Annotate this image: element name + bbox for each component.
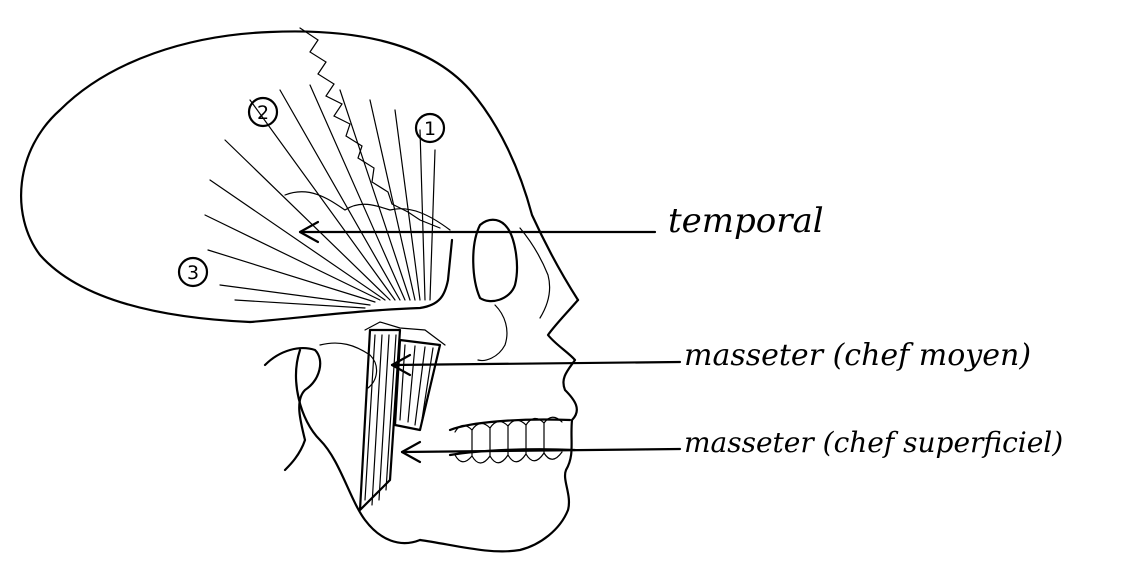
facial-profile — [420, 300, 578, 551]
svg-text:1: 1 — [424, 118, 436, 140]
leader-masseter-deep — [392, 355, 680, 375]
svg-text:3: 3 — [187, 262, 199, 284]
temporal-fossa-outline — [250, 240, 452, 322]
mastoid — [265, 348, 320, 470]
marker-3: 3 — [179, 258, 207, 286]
leader-masseter-superficial — [402, 442, 680, 462]
leader-temporal — [300, 222, 655, 242]
temporal-arch — [285, 192, 450, 230]
zygoma — [478, 305, 507, 360]
masseter-muscle — [360, 322, 445, 510]
temporal-fan-lines — [205, 85, 435, 308]
marker-1: 1 — [416, 114, 444, 142]
label-masseter-deep: masseter (chef moyen) — [684, 338, 1031, 373]
marker-2: 2 — [249, 98, 277, 126]
label-masseter-superficial: masseter (chef superficiel) — [684, 426, 1063, 459]
svg-text:2: 2 — [257, 102, 269, 124]
teeth — [450, 417, 575, 463]
label-temporal: temporal — [668, 201, 824, 241]
